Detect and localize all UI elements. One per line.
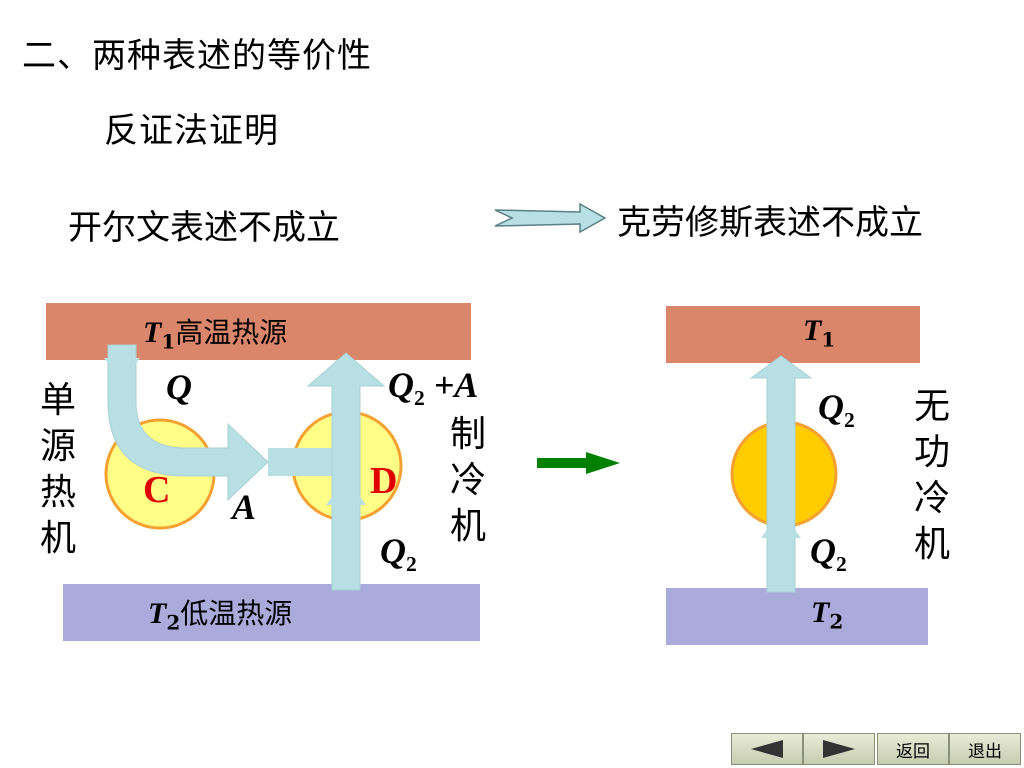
right-heat-arrow (749, 355, 813, 593)
heat-q-label: Q (166, 367, 192, 407)
proof-method-subtitle: 反证法证明 (104, 111, 279, 151)
page-title: 二、两种表述的等价性 (22, 36, 372, 76)
engine-d-label: D (370, 460, 398, 502)
left-cold-reservoir (63, 584, 480, 641)
work-input-connector (268, 448, 332, 476)
back-button[interactable]: 返回 (877, 733, 949, 765)
heat-q-work-a-arrow (107, 344, 269, 502)
exit-button[interactable]: 退出 (949, 733, 1021, 765)
next-triangle-icon (823, 740, 855, 758)
refrigerator-heat-arrow (306, 352, 386, 591)
prev-button[interactable] (731, 733, 803, 765)
refrigerator-label: 制 冷 机 (449, 414, 486, 547)
workless-refrigerator-label: 无 功 冷 机 (913, 386, 950, 565)
work-a-label: A (232, 487, 257, 527)
slide-navigation: 返回 退出 (731, 733, 1021, 767)
implies-arrow-icon (494, 202, 607, 234)
single-source-heat-engine-label: 单 源 热 机 (39, 380, 76, 559)
right-cold-reservoir (666, 588, 928, 645)
right-cold-reservoir-label: T2 (811, 596, 844, 634)
left-cold-reservoir-label: T2低温热源 (148, 597, 293, 635)
prev-triangle-icon (751, 740, 783, 758)
kelvin-statement-false: 开尔文表述不成立 (68, 208, 340, 248)
clausius-statement-false: 克劳修斯表述不成立 (617, 203, 923, 243)
heat-q2-plus-a-label: Q2 +A (388, 365, 479, 411)
green-implies-arrow-icon (537, 452, 620, 474)
heat-q2-right-top-label: Q2 (818, 387, 855, 433)
left-hot-reservoir-label: T1高温热源 (143, 316, 288, 354)
next-button[interactable] (803, 733, 875, 765)
right-hot-reservoir (666, 306, 920, 363)
engine-c-label: C (143, 469, 171, 511)
heat-q2-left-label: Q2 (380, 531, 417, 577)
heat-q2-right-bottom-label: Q2 (810, 531, 847, 577)
right-hot-reservoir-label: T1 (803, 314, 836, 352)
